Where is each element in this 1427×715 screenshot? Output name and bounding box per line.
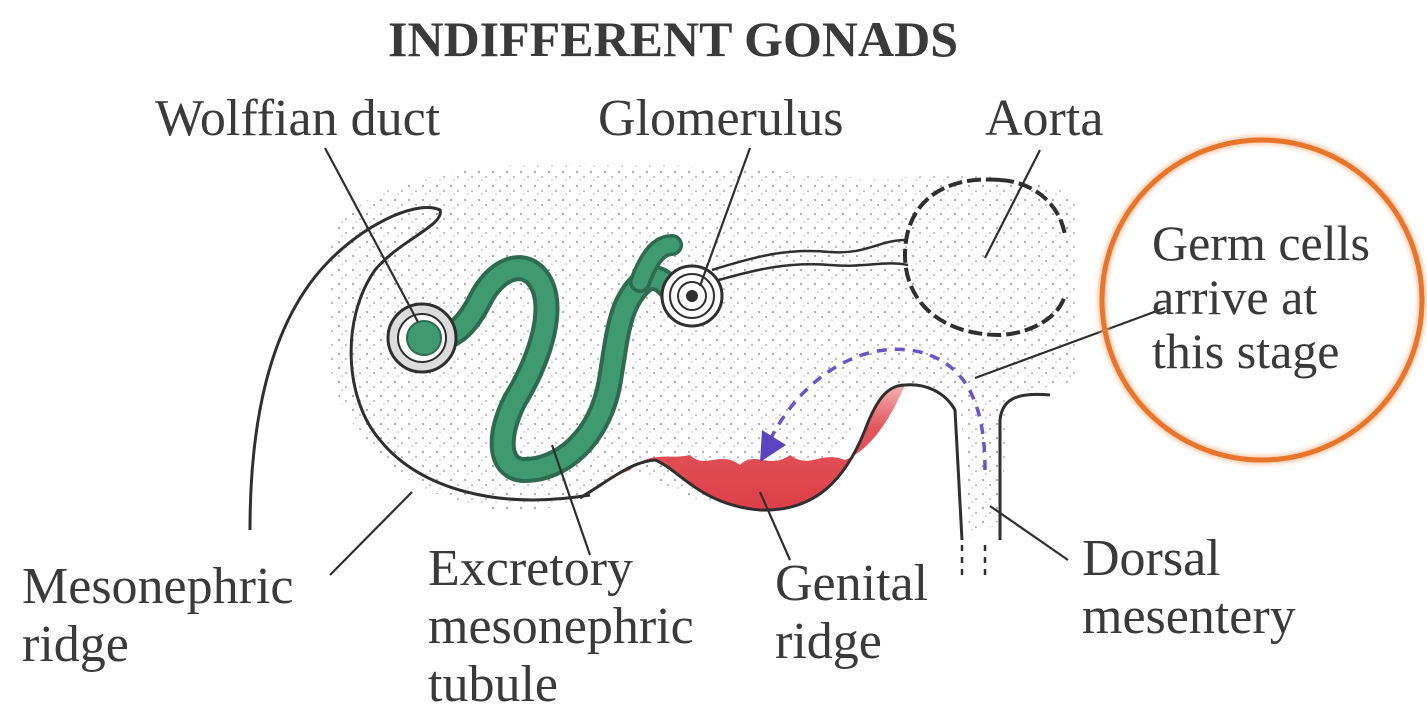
diagram-title: INDIFFERENT GONADS [388,10,958,68]
label-excretory-tubule-line: mesonephric [428,598,694,656]
label-glomerulus: Glomerulus [598,90,844,148]
glomerulus-shape [662,266,722,326]
wolffian-duct-shape [388,304,456,372]
label-dorsal-mesentery: Dorsal mesentery [1082,530,1296,646]
label-genital-ridge: Genital ridge [775,555,928,671]
label-genital-ridge-line: Genital [775,555,928,613]
label-wolffian-duct: Wolffian duct [155,90,440,148]
label-germ-cells-line: Germ cells [1152,216,1370,270]
label-excretory-tubule: Excretory mesonephric tubule [428,540,694,714]
label-mesonephric-ridge-line: Mesonephric [22,558,293,616]
label-germ-cells: Germ cells arrive at this stage [1152,216,1370,378]
label-excretory-tubule-line: tubule [428,656,694,714]
label-germ-cells-line: this stage [1152,324,1370,378]
label-germ-cells-line: arrive at [1152,270,1370,324]
label-dorsal-mesentery-line: mesentery [1082,588,1296,646]
label-aorta: Aorta [985,90,1103,148]
label-mesonephric-ridge: Mesonephric ridge [22,558,293,674]
label-dorsal-mesentery-line: Dorsal [1082,530,1296,588]
label-genital-ridge-line: ridge [775,613,928,671]
label-mesonephric-ridge-line: ridge [22,616,293,674]
label-excretory-tubule-line: Excretory [428,540,694,598]
